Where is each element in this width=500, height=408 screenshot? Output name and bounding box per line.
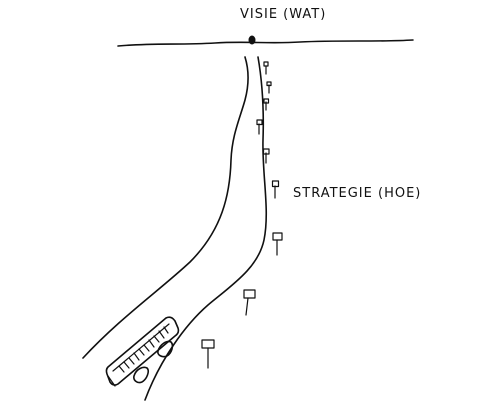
car-icon [105,316,180,387]
flag-icon [266,81,272,94]
flag-icon [201,339,215,369]
road-right-edge [144,56,268,401]
flag-icon [262,148,270,164]
flag-icon [271,180,280,199]
vision-label: VISIE (WAT) [240,7,327,22]
flag-icon [263,98,270,111]
road-left-edge [82,56,249,359]
flag-icon [263,61,269,75]
milestone-flags [201,61,283,369]
flag-icon [243,289,256,316]
flag-icon [272,232,283,256]
flag-icon [256,119,263,135]
vision-point [248,35,256,45]
strategy-label: STRATEGIE (HOE) [293,186,422,201]
horizon-line [117,39,414,47]
